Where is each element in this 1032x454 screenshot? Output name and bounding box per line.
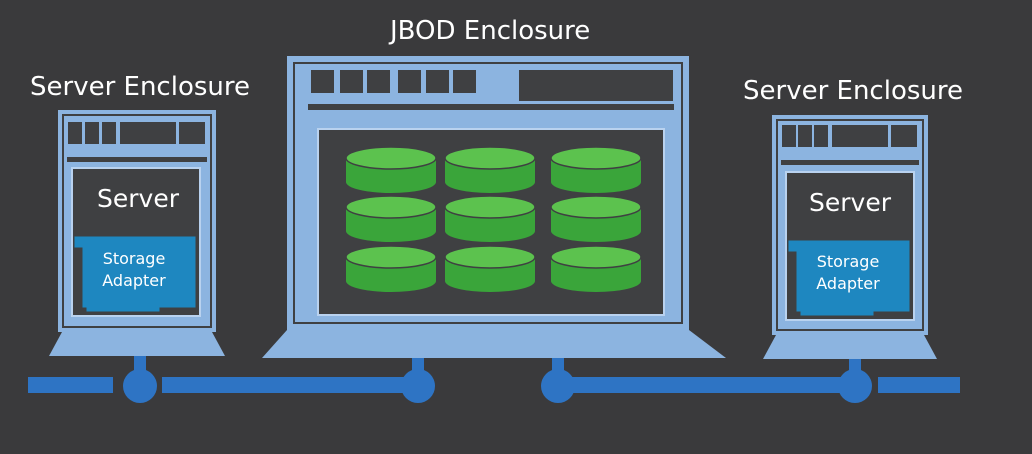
disk-icon (345, 245, 437, 292)
drive-bay-wide (832, 125, 888, 147)
drive-bay (102, 122, 116, 144)
drive-bay (798, 125, 812, 147)
drive-bay (68, 122, 82, 144)
storage-adapter-label-right: Storage Adapter (816, 252, 880, 293)
drive-bay (340, 70, 363, 93)
server-enclosure-left (49, 110, 225, 356)
enclosure-base (262, 330, 726, 358)
disk-icon (444, 146, 536, 193)
enclosure-outline (776, 119, 924, 331)
disk-icon (345, 195, 437, 242)
disk-icon (444, 195, 536, 242)
bus-node-right-server (838, 369, 872, 403)
bus-node-jbod-left (401, 369, 435, 403)
disk-array (345, 146, 642, 292)
storage-adapter-card (787, 239, 911, 317)
enclosure-outline (293, 62, 683, 324)
bus-node-left-server (123, 369, 157, 403)
enclosure-base (49, 332, 225, 356)
display-panel (519, 70, 673, 101)
drive-bay (891, 125, 917, 147)
drive-bay (311, 70, 334, 93)
status-strip (308, 104, 674, 110)
drive-bay (426, 70, 449, 93)
bus-segment-left (162, 377, 422, 393)
disk-icon (550, 245, 642, 292)
status-strip (781, 160, 919, 165)
disk-icon (444, 245, 536, 292)
disk-icon (550, 146, 642, 193)
drive-bay (782, 125, 796, 147)
server-enclosure-right (763, 115, 937, 359)
drive-bay (398, 70, 421, 93)
enclosure-outline (62, 114, 212, 328)
jbod-enclosure (262, 56, 726, 358)
server-enclosure-title-left: Server Enclosure (30, 72, 250, 102)
drive-bay (85, 122, 99, 144)
bus-segment-right (560, 377, 860, 393)
disk-icon (550, 195, 642, 242)
disk-icon (345, 146, 437, 193)
drive-bay (179, 122, 205, 144)
drive-bay (367, 70, 390, 93)
bus-node-jbod-right (541, 369, 575, 403)
server-enclosure-title-right: Server Enclosure (743, 76, 963, 106)
server-label-right: Server (809, 188, 891, 217)
enclosure-base (763, 335, 937, 359)
storage-adapter-card (73, 235, 197, 313)
status-strip (67, 157, 207, 162)
server-label-left: Server (97, 184, 179, 213)
drive-bay (814, 125, 828, 147)
storage-adapter-label-left: Storage Adapter (102, 249, 166, 290)
drive-bay (453, 70, 476, 93)
jbod-enclosure-title: JBOD Enclosure (390, 16, 591, 46)
drive-bay-wide (120, 122, 176, 144)
bus-segment-left-stub (28, 377, 113, 393)
bus-segment-right-stub (878, 377, 960, 393)
